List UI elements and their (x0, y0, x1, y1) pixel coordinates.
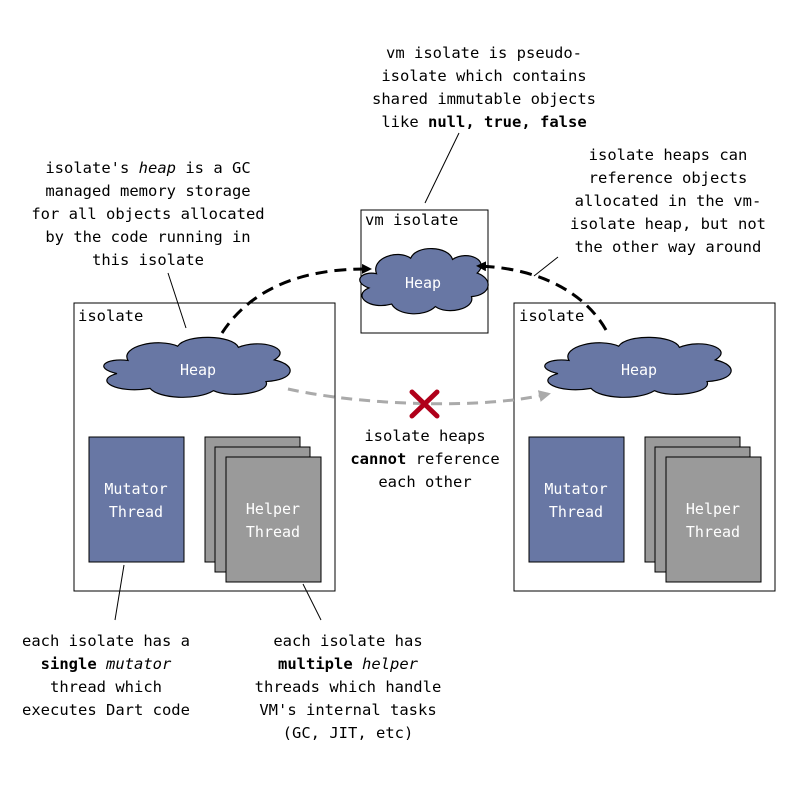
right-heap-label: Heap (621, 361, 657, 379)
cannot-note-line-2-suffix: reference (406, 450, 499, 468)
right-helper-thread-front (665, 456, 762, 583)
helper-note-line-3: threads which handle (255, 678, 442, 696)
blocked-heap-arrow (287, 387, 551, 406)
right-to-vm-heap-arrow (476, 261, 608, 331)
vm-isolate-label: vm isolate (365, 211, 458, 229)
helper-note-line-2-bold: multiple (278, 655, 353, 673)
helper-note-line-2: multiple helper (278, 655, 419, 673)
left-to-vm-heap-arrow (220, 263, 372, 334)
left-mutator-thread (88, 436, 185, 563)
mutator-note-callout (114, 564, 125, 621)
mutator-note-line-2-bold: single (41, 655, 97, 673)
reference-note-line-4: isolate heap, but not (570, 215, 766, 233)
helper-note-callout (302, 583, 322, 621)
left-heap-label: Heap (180, 361, 216, 379)
right-mutator-thread (528, 436, 625, 563)
left-isolate-label: isolate (78, 307, 143, 325)
cannot-note-line-1: isolate heaps (364, 427, 485, 445)
vm-note-line-1: vm isolate is pseudo- (386, 44, 582, 62)
helper-note-line-1: each isolate has (273, 632, 422, 650)
reference-note-line-5: the other way around (575, 238, 762, 256)
heap-note-line-4: by the code running in (45, 228, 250, 246)
left-helper-label-1: Helper (246, 500, 300, 518)
heap-note-line-1-prefix: isolate's (45, 159, 138, 177)
heap-note-callout (167, 272, 187, 329)
vm-note-line-4-bold: null, true, false (428, 113, 587, 131)
heap-note-line-1-italic: heap (139, 159, 176, 177)
cross-icon (409, 389, 440, 419)
reference-note-callout (533, 256, 559, 277)
mutator-note-line-2-italic: mutator (105, 655, 172, 673)
helper-note: each isolate has multiple helper threads… (255, 632, 442, 742)
vm-heap-cloud (360, 249, 488, 314)
heap-note-line-1-suffix: is a GC (176, 159, 251, 177)
left-mutator-label-2: Thread (109, 503, 163, 521)
right-isolate-label: isolate (519, 307, 584, 325)
reference-note-line-1: isolate heaps can (589, 146, 748, 164)
cannot-note-line-2: cannot reference (350, 450, 499, 468)
cannot-note-line-3: each other (378, 473, 471, 491)
helper-note-line-4: VM's internal tasks (259, 701, 436, 719)
mutator-note-line-4: executes Dart code (22, 701, 190, 719)
right-helper-label-1: Helper (686, 500, 740, 518)
heap-note-line-5: this isolate (92, 251, 204, 269)
right-mutator-label-2: Thread (549, 503, 603, 521)
reference-note-line-2: reference objects (589, 169, 748, 187)
mutator-note-line-3: thread which (50, 678, 162, 696)
right-heap-cloud (545, 337, 731, 397)
vm-isolate-note: vm isolate is pseudo- isolate which cont… (372, 44, 596, 131)
vm-note-line-3: shared immutable objects (372, 90, 596, 108)
left-helper-thread-front (225, 456, 322, 583)
cannot-note-line-2-bold: cannot (350, 450, 406, 468)
right-helper-label-2: Thread (686, 523, 740, 541)
mutator-note-line-1: each isolate has a (22, 632, 190, 650)
mutator-note-line-2: single mutator (41, 655, 172, 673)
left-heap-cloud (104, 337, 290, 397)
heap-note-line-2: managed memory storage (45, 182, 250, 200)
heap-note-line-3: for all objects allocated (31, 205, 264, 223)
heap-note: isolate's heap is a GC managed memory st… (31, 159, 264, 269)
reference-note-line-3: allocated in the vm- (575, 192, 762, 210)
vm-note-line-4-prefix: like (381, 113, 428, 131)
left-helper-label-2: Thread (246, 523, 300, 541)
helper-note-line-5: (GC, JIT, etc) (283, 724, 414, 742)
helper-note-line-2-italic: helper (362, 655, 419, 673)
vm-note-line-4: like null, true, false (381, 113, 586, 131)
vm-note-line-2: isolate which contains (381, 67, 586, 85)
left-mutator-label-1: Mutator (104, 480, 167, 498)
reference-note: isolate heaps can reference objects allo… (570, 146, 766, 256)
right-mutator-label-1: Mutator (544, 480, 607, 498)
vm-heap-label: Heap (405, 274, 441, 292)
heap-note-line-1: isolate's heap is a GC (45, 159, 250, 177)
cannot-reference-note: isolate heaps cannot reference each othe… (350, 427, 499, 491)
vm-note-callout (424, 132, 460, 204)
mutator-note: each isolate has a single mutator thread… (22, 632, 190, 719)
